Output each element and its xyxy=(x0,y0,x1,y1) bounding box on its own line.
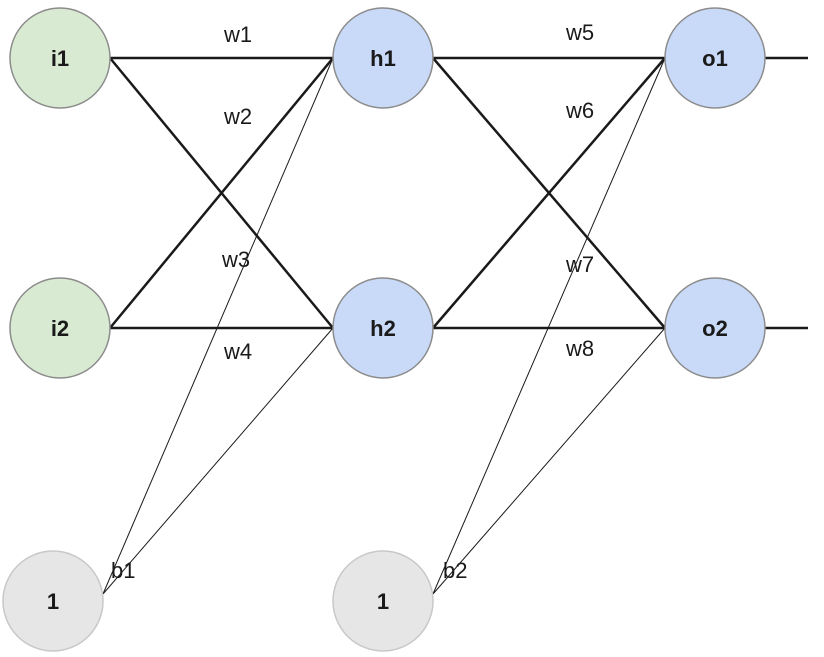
edge-b2-o2 xyxy=(432,327,666,595)
node-h1-label: h1 xyxy=(370,46,396,71)
edge-b1-h1 xyxy=(102,57,334,595)
node-h2-circle xyxy=(332,277,434,379)
node-i1: i1 xyxy=(9,7,111,109)
node-o1-circle xyxy=(664,7,766,109)
node-h1-circle xyxy=(332,7,434,109)
weight-label-w6: w6 xyxy=(565,98,594,123)
weight-label-w7: w7 xyxy=(565,252,594,277)
edge-b2-o1 xyxy=(432,57,666,595)
node-h1: h1 xyxy=(332,7,434,109)
weight-label-w1: w1 xyxy=(223,22,252,47)
edge-h2-o1 xyxy=(432,57,666,329)
node-bias-b1-circle xyxy=(2,550,104,652)
node-o2-label: o2 xyxy=(702,316,728,341)
bias-label-b1: b1 xyxy=(111,558,135,583)
weight-label-w2: w2 xyxy=(223,104,252,129)
weight-label-w4: w4 xyxy=(223,339,252,364)
node-bias-b2-label: 1 xyxy=(377,589,389,614)
weight-label-w8: w8 xyxy=(565,336,594,361)
node-h2-label: h2 xyxy=(370,316,396,341)
node-bias-b1: 1 xyxy=(2,550,104,652)
node-o1-label: o1 xyxy=(702,46,728,71)
node-bias-b1-label: 1 xyxy=(47,589,59,614)
weight-label-w5: w5 xyxy=(565,20,594,45)
node-i1-circle xyxy=(9,7,111,109)
node-o2-circle xyxy=(664,277,766,379)
weight-label-w3: w3 xyxy=(221,247,250,272)
bias-label-b2: b2 xyxy=(443,558,467,583)
node-o1: o1 xyxy=(664,7,766,109)
node-i2-label: i2 xyxy=(51,316,69,341)
edge-b1-h2 xyxy=(102,327,334,595)
node-bias-b2: 1 xyxy=(332,550,434,652)
node-o2: o2 xyxy=(664,277,766,379)
node-h2: h2 xyxy=(332,277,434,379)
node-bias-b2-circle xyxy=(332,550,434,652)
node-i1-label: i1 xyxy=(51,46,69,71)
node-i2: i2 xyxy=(9,277,111,379)
node-i2-circle xyxy=(9,277,111,379)
edge-i2-h1 xyxy=(109,57,334,329)
